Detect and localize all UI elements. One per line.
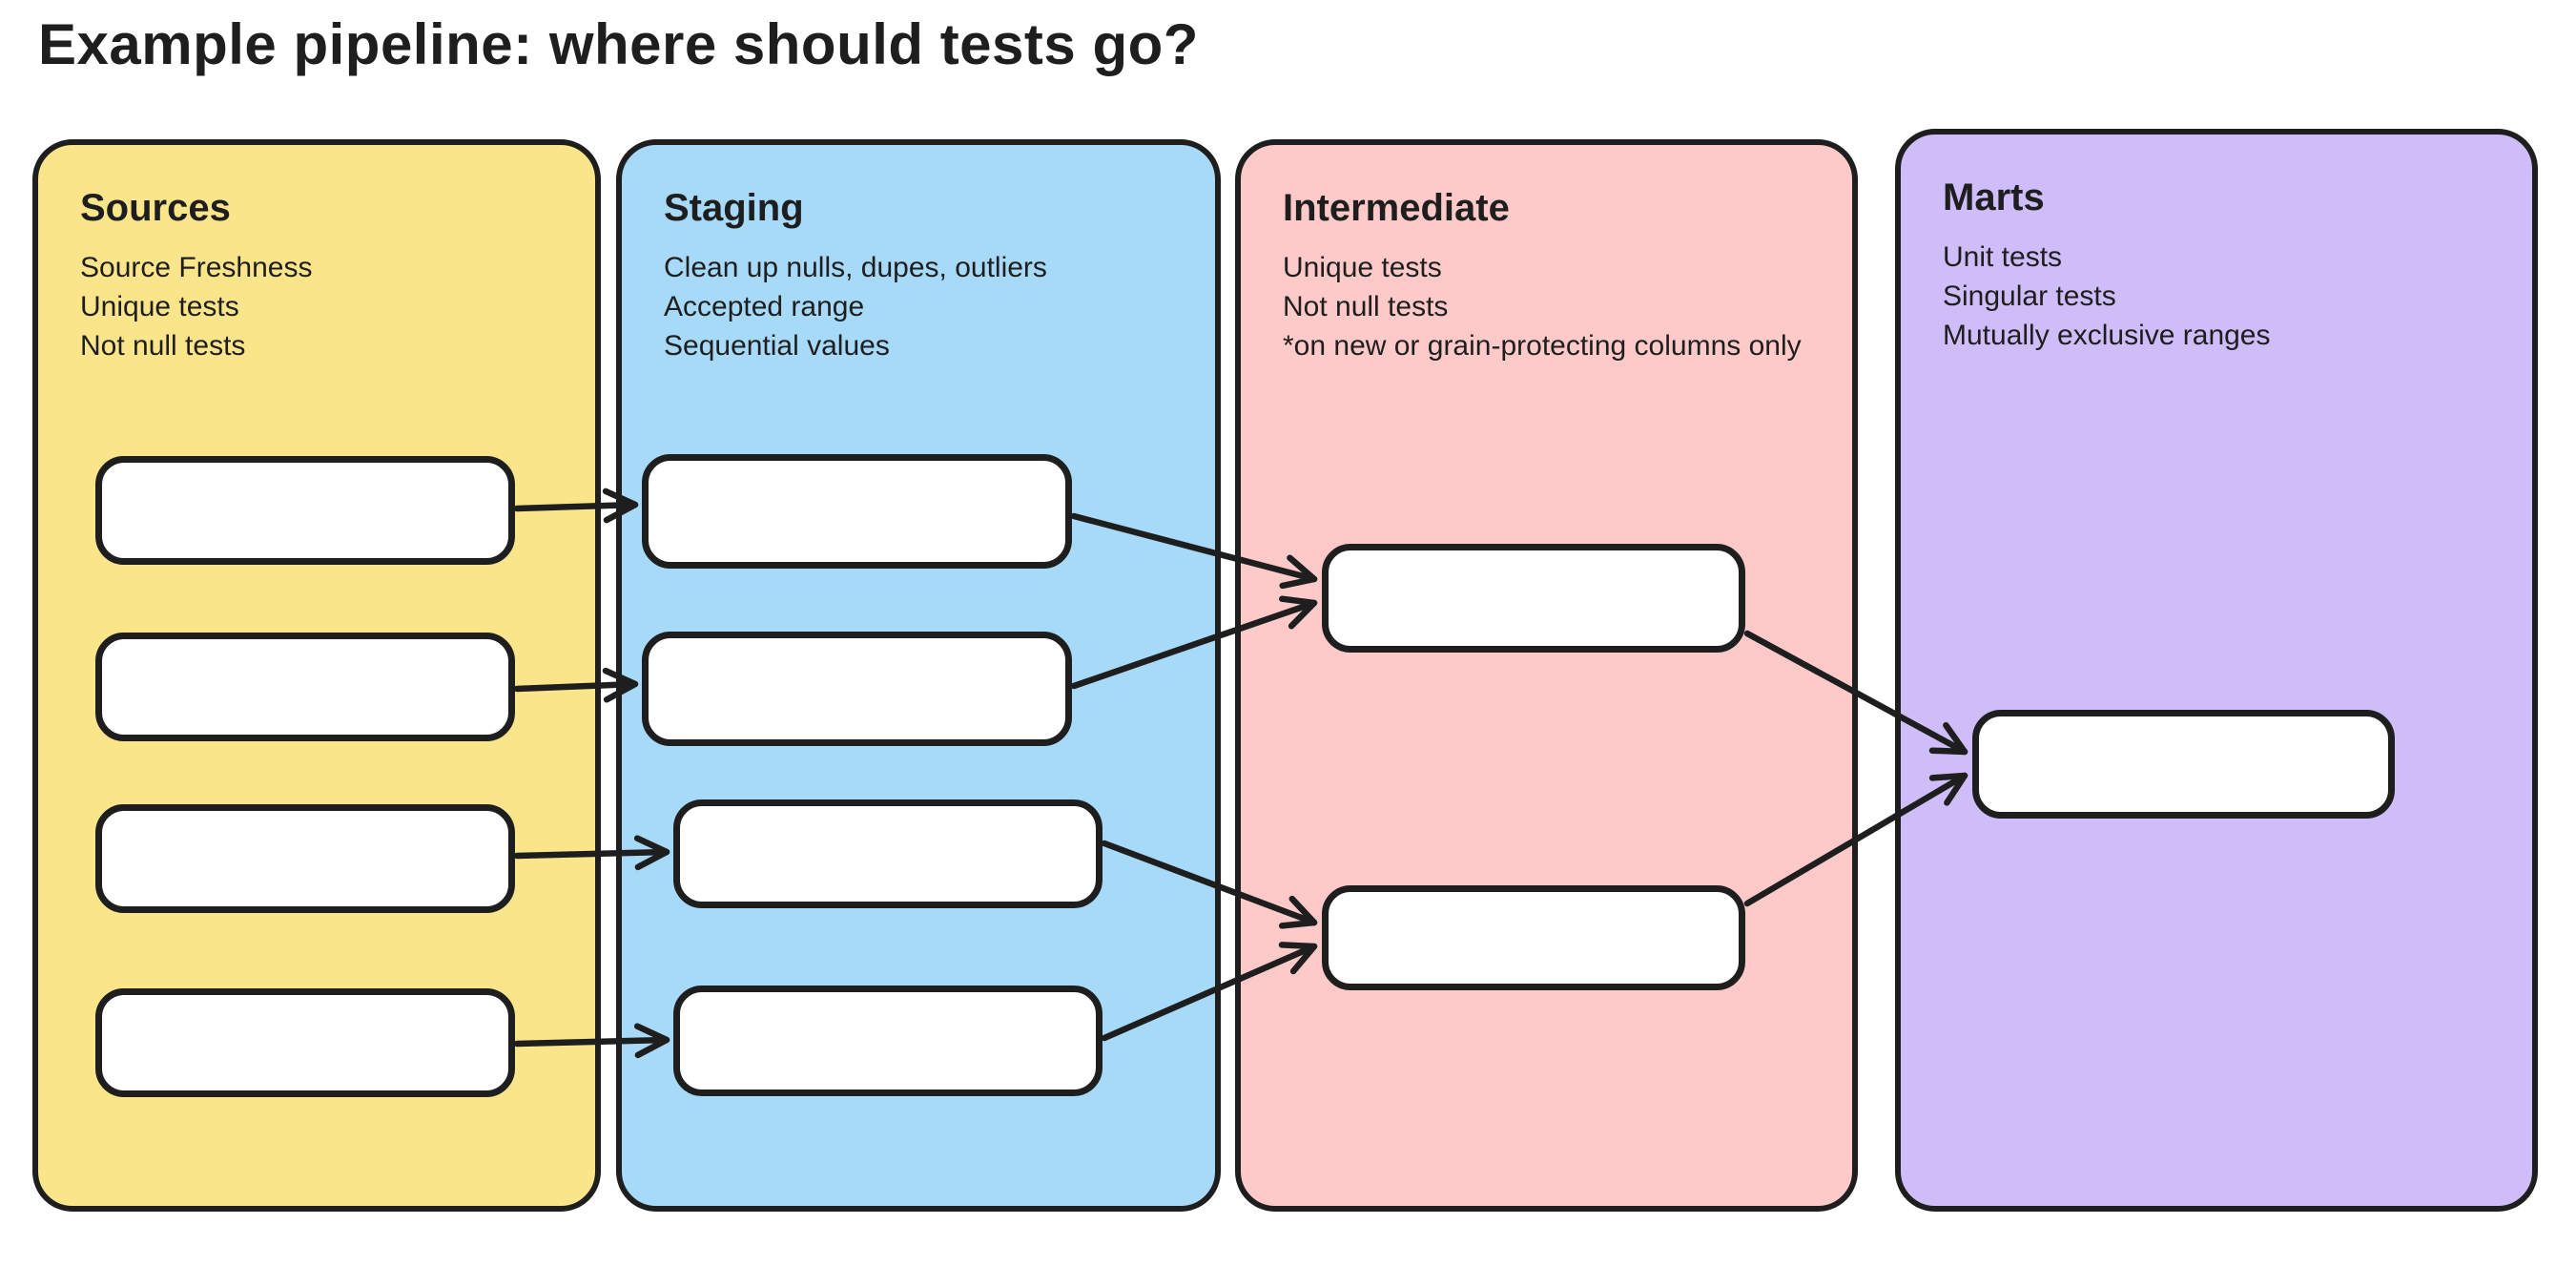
column-note: Unique tests bbox=[80, 291, 239, 322]
column-note: Unit tests bbox=[1943, 241, 2063, 273]
column-note: Not null tests bbox=[80, 330, 246, 362]
column-note: Not null tests bbox=[1283, 291, 1449, 322]
column-note: Sequential values bbox=[664, 330, 890, 362]
diagram-title: Example pipeline: where should tests go? bbox=[38, 12, 1199, 76]
column-note: Source Freshness bbox=[80, 252, 313, 283]
node-stg2 bbox=[642, 632, 1072, 746]
node-stg1 bbox=[642, 454, 1072, 569]
node-src1 bbox=[95, 456, 515, 565]
node-stg3 bbox=[673, 799, 1103, 908]
column-note: Clean up nulls, dupes, outliers bbox=[664, 252, 1047, 283]
column-note: Unique tests bbox=[1283, 252, 1442, 283]
node-mart1 bbox=[1972, 710, 2395, 819]
node-src3 bbox=[95, 804, 515, 913]
column-note: *on new or grain-protecting columns only bbox=[1283, 330, 1802, 362]
node-stg4 bbox=[673, 986, 1103, 1096]
column-marts-label: Marts bbox=[1943, 176, 2045, 218]
node-int1 bbox=[1322, 544, 1745, 653]
column-staging-label: Staging bbox=[664, 187, 804, 229]
node-src4 bbox=[95, 988, 515, 1097]
column-note: Mutually exclusive ranges bbox=[1943, 320, 2271, 351]
node-int2 bbox=[1322, 885, 1745, 990]
column-note: Singular tests bbox=[1943, 280, 2116, 312]
column-note: Accepted range bbox=[664, 291, 865, 322]
column-intermediate-label: Intermediate bbox=[1283, 187, 1510, 229]
column-sources-label: Sources bbox=[80, 187, 231, 229]
node-src2 bbox=[95, 633, 515, 741]
